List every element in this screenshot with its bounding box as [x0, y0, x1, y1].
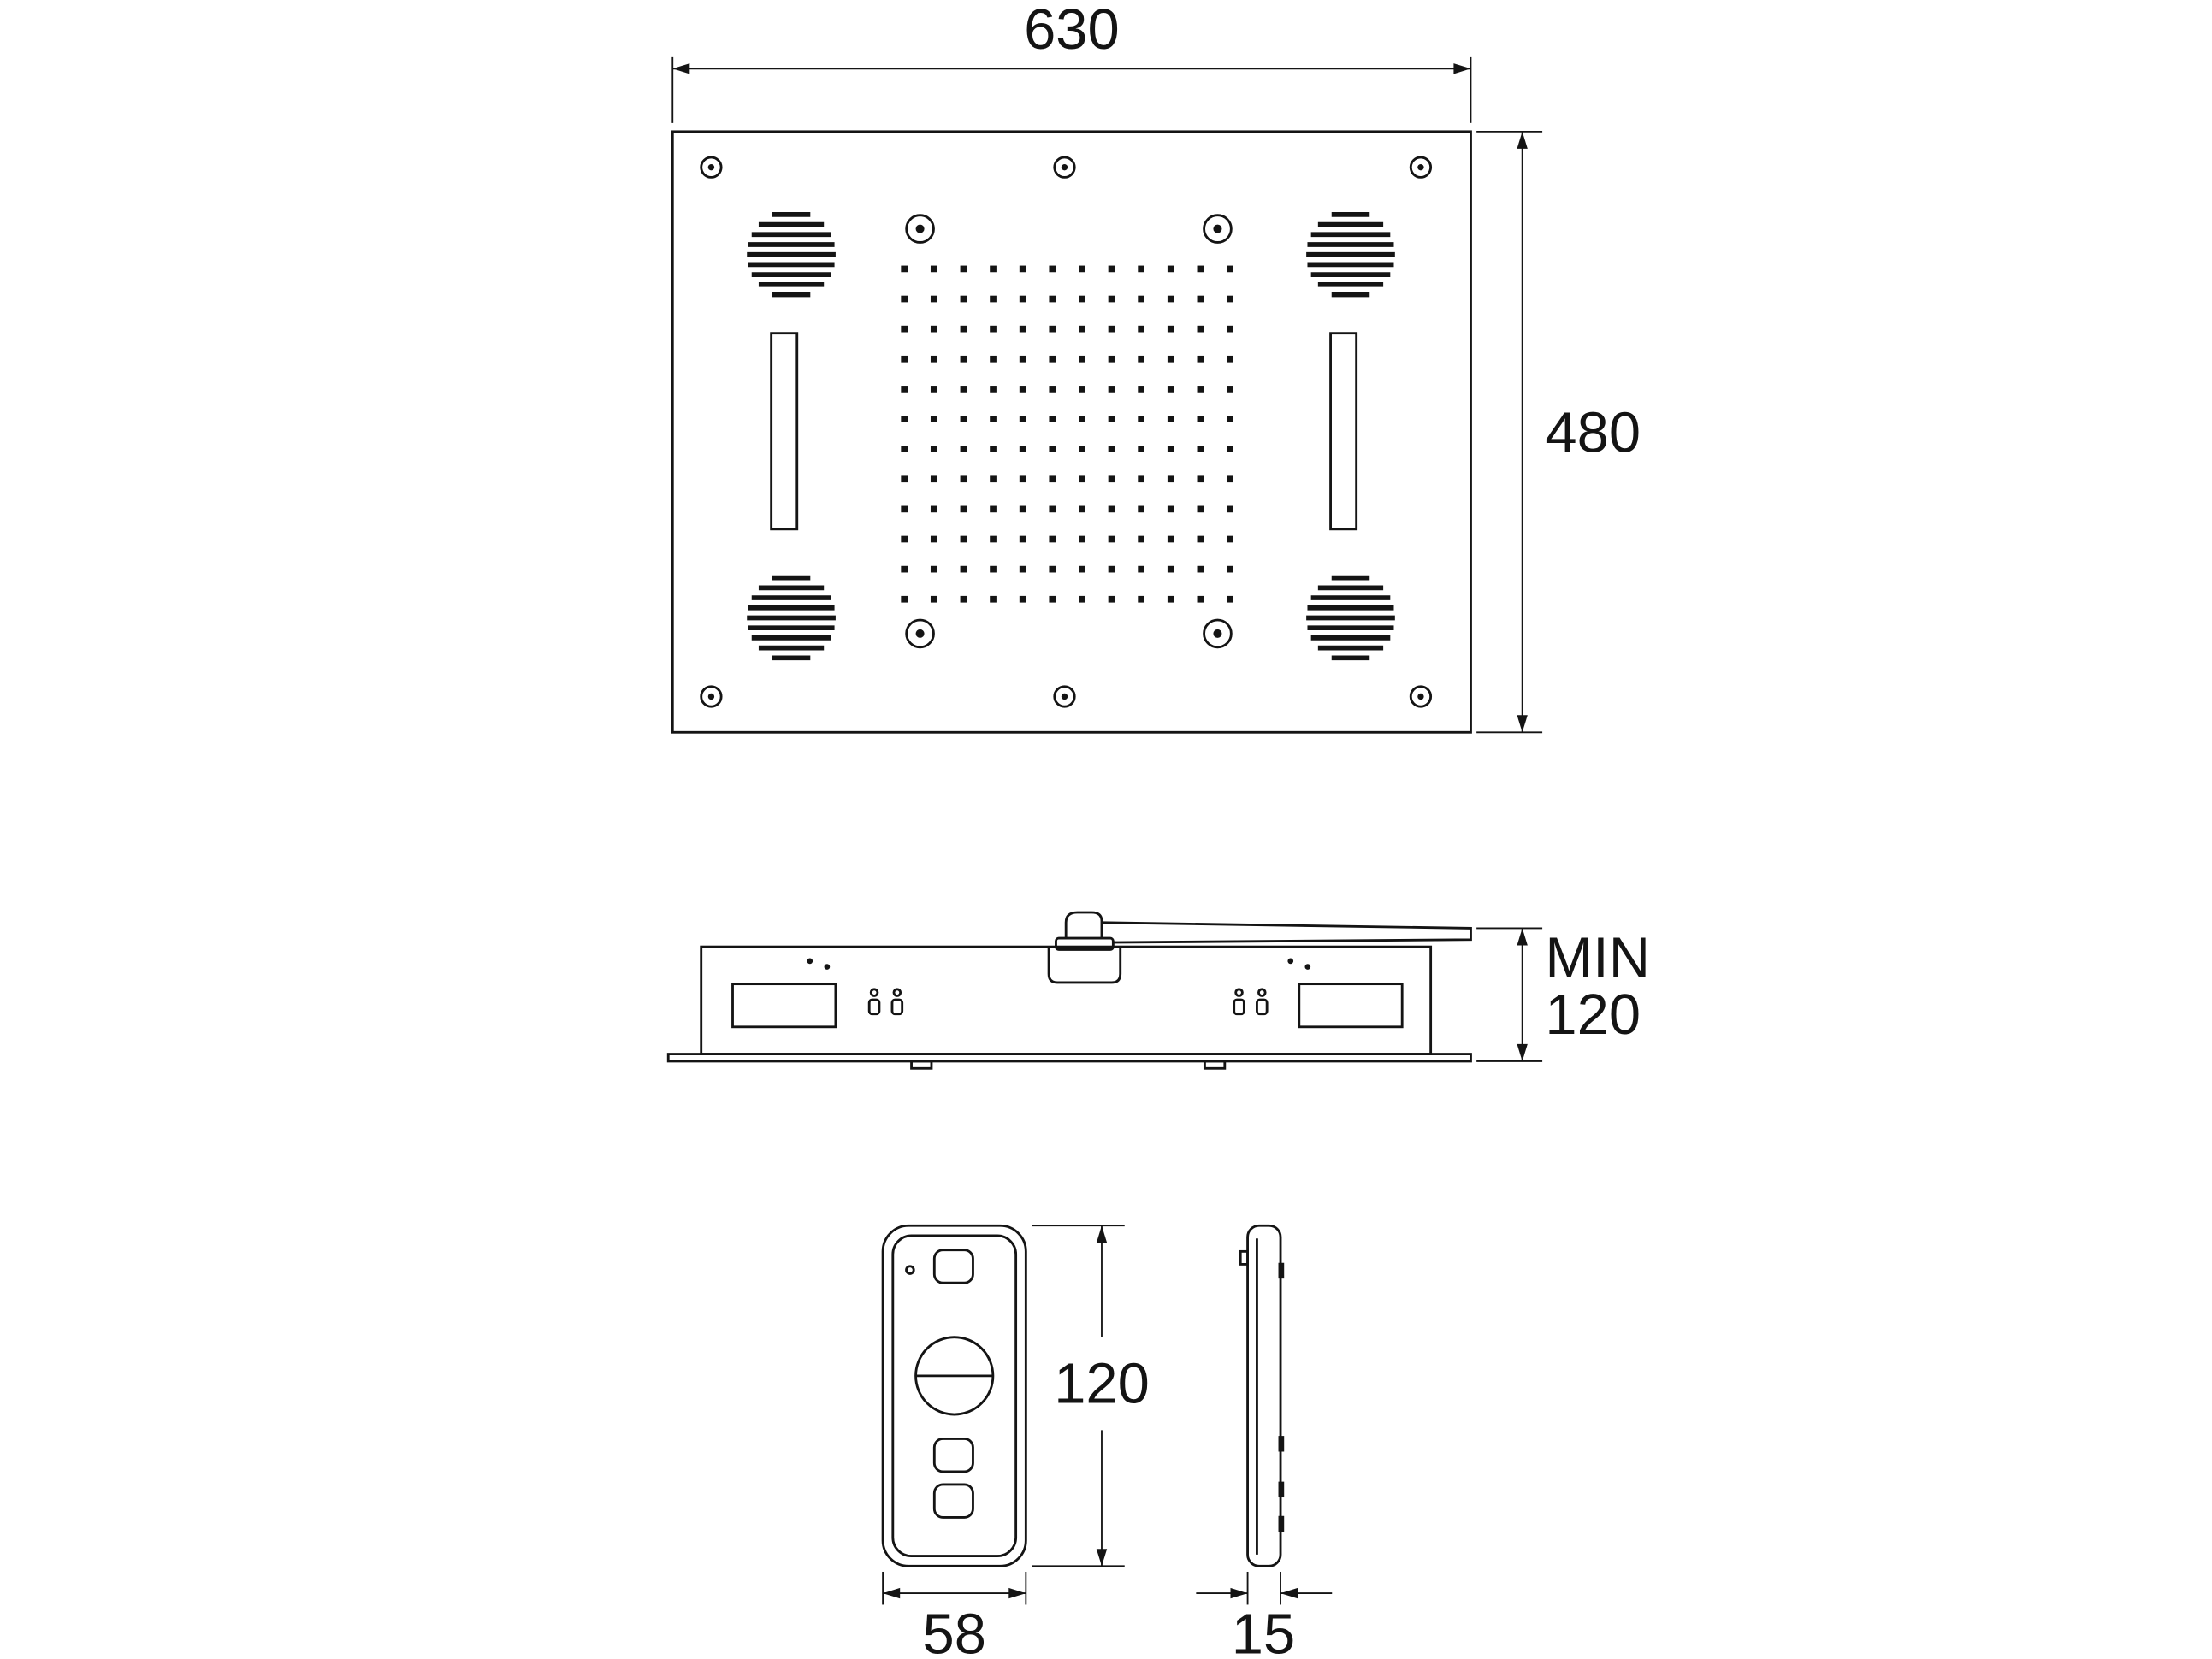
fastener-clips-left	[867, 988, 904, 1016]
top-view	[671, 130, 1472, 734]
remote-side-outline	[1246, 1224, 1282, 1567]
spray-nozzle-grid	[901, 265, 1233, 603]
speaker-grille-bottom-left	[747, 578, 836, 658]
dim-label-remote-width-58: 58	[923, 1602, 986, 1659]
remote-side-button-mark-1	[1278, 1262, 1285, 1279]
dim-label-min: MIN	[1545, 925, 1650, 989]
dim-remote-width-58: 58	[882, 1571, 1027, 1659]
light-slot-right	[1329, 332, 1358, 531]
dim-label-recess-120: 120	[1545, 983, 1641, 1047]
housing-slot-right	[1298, 983, 1404, 1029]
remote-power-button	[932, 1249, 974, 1284]
screw-hole-bottom-right	[1409, 685, 1433, 708]
screw-hole-top-left	[700, 156, 723, 179]
remote-side-notch	[1239, 1249, 1249, 1266]
side-view	[666, 911, 1472, 1070]
screw-hole-top-center	[1053, 156, 1076, 179]
jet-nozzle-top-left	[905, 214, 935, 244]
dim-label-height-480: 480	[1545, 400, 1641, 464]
remote-button-2	[932, 1483, 974, 1519]
shower-panel-outline	[671, 130, 1472, 734]
remote-front-view	[881, 1224, 1027, 1567]
dim-label-remote-thickness-15: 15	[1232, 1602, 1295, 1659]
dim-height-480: 480	[1476, 130, 1641, 734]
remote-led	[905, 1265, 915, 1275]
flange-tab-right	[1203, 1060, 1227, 1070]
remote-side-button-mark-4	[1278, 1515, 1285, 1532]
water-supply-pipe	[1094, 921, 1472, 944]
speaker-grille-top-left	[747, 215, 836, 295]
screw-hole-bottom-left	[700, 685, 723, 708]
jet-nozzle-bottom-right	[1203, 618, 1233, 649]
dim-width-630: 630	[671, 0, 1472, 123]
screw-hole-top-right	[1409, 156, 1433, 179]
remote-side-view	[1239, 1224, 1285, 1567]
jet-nozzle-top-right	[1203, 214, 1233, 244]
remote-inner-outline	[891, 1234, 1018, 1558]
remote-body-outline	[881, 1224, 1027, 1567]
mounting-bracket	[1047, 947, 1122, 984]
jet-nozzle-bottom-left	[905, 618, 935, 649]
fastener-clips-right	[1233, 988, 1269, 1016]
housing-slot-left	[731, 983, 837, 1029]
dim-label-remote-height-120: 120	[1054, 1352, 1150, 1416]
screw-hole-bottom-center	[1053, 685, 1076, 708]
dim-remote-height-120: 120	[1032, 1225, 1150, 1567]
dim-recess-min-120: MIN 120	[1476, 925, 1650, 1062]
remote-button-1	[932, 1438, 974, 1473]
speaker-grille-bottom-right	[1306, 578, 1395, 658]
remote-side-button-mark-2	[1278, 1436, 1285, 1452]
dim-remote-thickness-15: 15	[1196, 1571, 1333, 1659]
dim-label-width-630: 630	[1024, 0, 1120, 62]
ceiling-flange	[666, 1053, 1472, 1063]
light-slot-left	[770, 332, 799, 531]
flange-tab-left	[910, 1060, 933, 1070]
remote-side-button-mark-3	[1278, 1481, 1285, 1498]
speaker-grille-top-right	[1306, 215, 1395, 295]
